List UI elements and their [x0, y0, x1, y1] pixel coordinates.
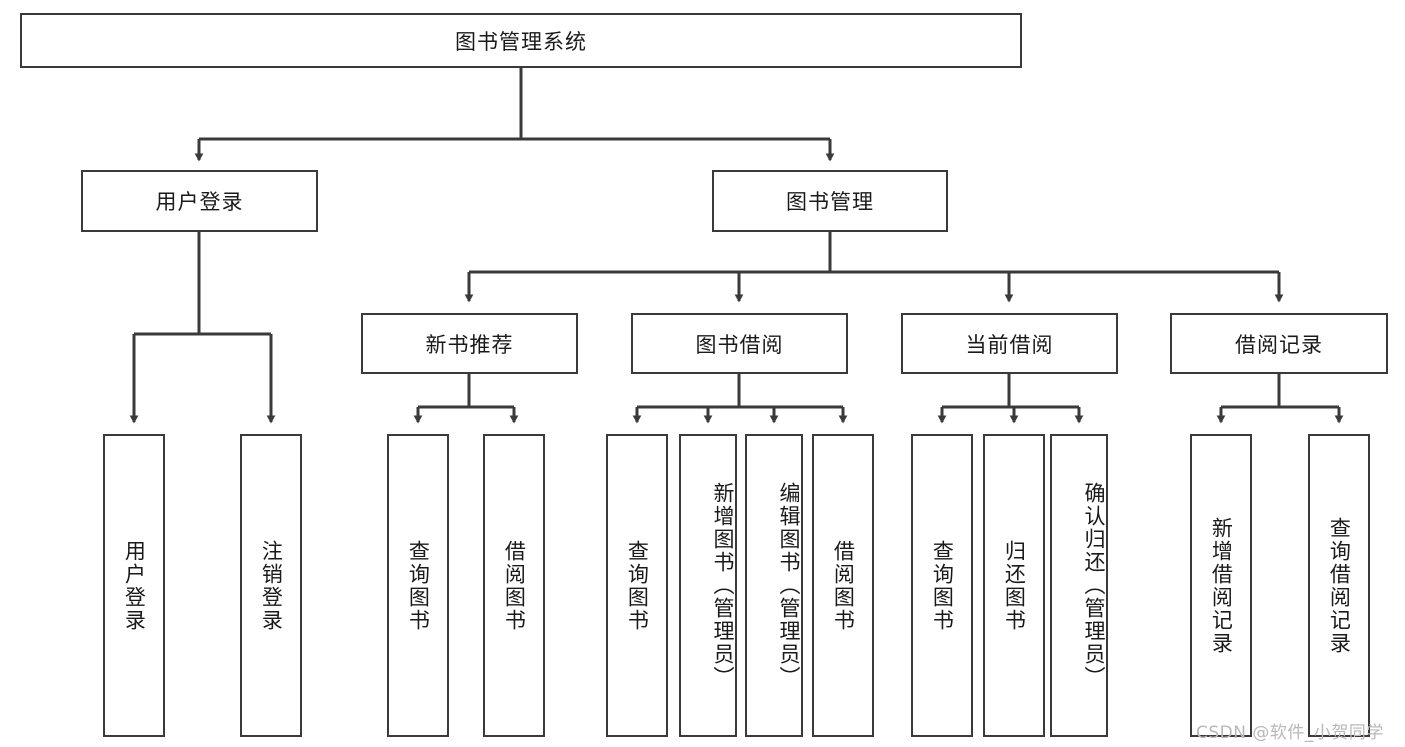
csdn-watermark: CSDN @软件_小贺同学 — [1196, 723, 1384, 743]
node-leaf-12-label: 查询借阅记录 — [1327, 516, 1352, 655]
node-root[interactable]: 图书管理系统 — [20, 13, 1022, 68]
node-leaf-7[interactable]: 借阅图书 — [812, 434, 874, 737]
node-leaf-10[interactable]: 确认归还（管理员） — [1050, 434, 1108, 737]
node-leaf-11[interactable]: 新增借阅记录 — [1190, 434, 1252, 737]
node-leaf-4-label: 查询图书 — [625, 539, 650, 632]
node-leaf-0[interactable]: 用户登录 — [103, 434, 165, 737]
node-level3-2[interactable]: 当前借阅 — [901, 313, 1118, 374]
node-leaf-11-label: 新增借阅记录 — [1209, 516, 1234, 655]
node-level3-3[interactable]: 借阅记录 — [1170, 313, 1388, 374]
node-level3-2-label: 当前借阅 — [965, 332, 1054, 357]
node-level3-0[interactable]: 新书推荐 — [361, 313, 578, 374]
node-level2-1[interactable]: 图书管理 — [712, 170, 948, 232]
node-leaf-6-label: 编辑图书（管理员） — [777, 482, 801, 689]
node-leaf-9-label: 归还图书 — [1002, 539, 1027, 632]
node-level3-0-label: 新书推荐 — [425, 332, 514, 357]
node-root-label: 图书管理系统 — [455, 29, 587, 54]
node-leaf-7-label: 借阅图书 — [831, 539, 856, 632]
node-level3-1-label: 图书借阅 — [695, 332, 784, 357]
node-leaf-10-label: 确认归还（管理员） — [1082, 482, 1106, 689]
node-level2-1-label: 图书管理 — [786, 190, 874, 214]
node-leaf-6[interactable]: 编辑图书（管理员） — [745, 434, 803, 737]
node-level2-0[interactable]: 用户登录 — [81, 170, 318, 232]
node-leaf-3-label: 借阅图书 — [502, 539, 527, 632]
node-leaf-5-label: 新增图书（管理员） — [711, 482, 735, 689]
node-leaf-4[interactable]: 查询图书 — [606, 434, 668, 737]
node-leaf-1[interactable]: 注销登录 — [240, 434, 302, 737]
node-leaf-2-label: 查询图书 — [406, 539, 431, 632]
node-leaf-8[interactable]: 查询图书 — [911, 434, 973, 737]
node-leaf-8-label: 查询图书 — [930, 539, 955, 632]
node-leaf-5[interactable]: 新增图书（管理员） — [679, 434, 737, 737]
node-level3-1[interactable]: 图书借阅 — [631, 313, 848, 374]
node-leaf-12[interactable]: 查询借阅记录 — [1308, 434, 1370, 737]
node-leaf-2[interactable]: 查询图书 — [387, 434, 449, 737]
node-leaf-3[interactable]: 借阅图书 — [483, 434, 545, 737]
node-leaf-9[interactable]: 归还图书 — [983, 434, 1045, 737]
node-leaf-0-label: 用户登录 — [122, 539, 147, 632]
node-leaf-1-label: 注销登录 — [259, 539, 284, 632]
node-level3-3-label: 借阅记录 — [1235, 332, 1323, 357]
node-level2-0-label: 用户登录 — [155, 190, 244, 214]
